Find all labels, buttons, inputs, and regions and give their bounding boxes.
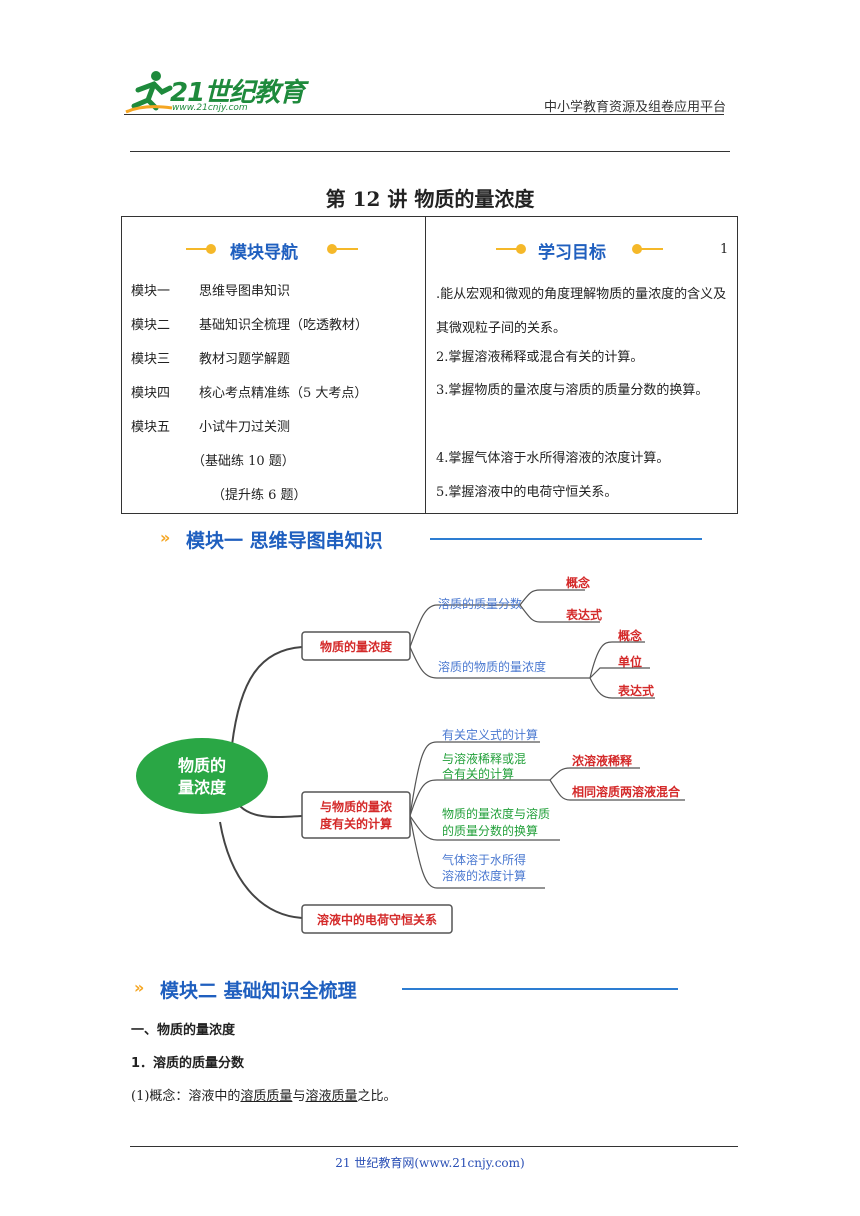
chevron-right-icon: »: [160, 528, 171, 547]
goal-item-5: 5.掌握溶液中的电荷守恒关系。: [436, 485, 618, 500]
logo-runner-icon: [125, 71, 173, 114]
section-2-rule: [402, 988, 678, 990]
nav-heading-dot-right: [327, 244, 337, 254]
mind-map-b2-2-line-2: 合有关的计算: [442, 766, 514, 781]
nav-row-value: 小试牛刀过关测: [199, 420, 291, 435]
goal-item-1: .能从宏观和微观的角度理解物质的量浓度的含义及其微观粒子间的关系。: [436, 287, 727, 336]
mind-map-b1-1-a: 概念: [566, 575, 590, 590]
nav-row-5[interactable]: 模块五 小试牛刀过关测: [131, 416, 290, 435]
heading-1: 一、物质的量浓度: [131, 1023, 236, 1038]
nav-row-value: 核心考点精准练（5 大考点）: [199, 386, 368, 401]
mind-map-b1-2-c: 表达式: [617, 683, 654, 698]
nav-sub-advanced: （提升练 6 题）: [212, 488, 307, 503]
nav-heading-deco-left: [186, 248, 208, 250]
goals-heading: 学习目标: [538, 243, 606, 263]
header-rule-2: [130, 151, 730, 152]
mind-map-b1-1: 溶质的质量分数: [438, 596, 522, 611]
goal-item-4: 4.掌握气体溶于水所得溶液的浓度计算。: [436, 451, 670, 466]
paragraph-1-underlined-1: 溶质质量: [240, 1089, 293, 1104]
paragraph-1: (1)概念：溶液中的溶质质量与溶液质量之比。: [131, 1085, 396, 1104]
nav-row-2[interactable]: 模块二 基础知识全梳理（吃透教材）: [131, 314, 368, 333]
mind-map-root-line-2: 量浓度: [178, 778, 227, 797]
chevron-right-icon: »: [134, 978, 145, 997]
section-1-rule: [430, 538, 702, 540]
mind-map-node-b3-label: 溶液中的电荷守恒关系: [317, 912, 437, 927]
nav-heading: 模块导航: [230, 243, 298, 263]
goal-item-2: 2.掌握溶液稀释或混合有关的计算。: [436, 350, 644, 365]
mind-map: 物质的 量浓度 物质的量浓度 与物质的量浓 度有关的计算 溶液中的电荷守恒关系 …: [136, 575, 685, 934]
nav-sub-basic: （基础练 10 题）: [192, 454, 295, 469]
section-2-title: 模块二 基础知识全梳理: [160, 980, 357, 1002]
nav-row-value: 基础知识全梳理（吃透教材）: [199, 318, 369, 333]
mind-map-root-node: [136, 738, 268, 814]
mind-map-node-b2: [301, 791, 411, 839]
mind-map-b1-2: 溶质的物质的量浓度: [438, 659, 546, 674]
heading-2: 1．溶质的质量分数: [131, 1056, 245, 1071]
nav-table-divider: [425, 216, 426, 514]
mind-map-root-line-1: 物质的: [178, 756, 226, 775]
mind-map-b2-2-b: 相同溶质两溶液混合: [572, 784, 681, 799]
mind-map-b2-4-line-2: 溶液的浓度计算: [442, 868, 526, 883]
goals-heading-dot-left: [516, 244, 526, 254]
mind-map-node-b1: [301, 631, 411, 661]
footer-rule: [130, 1146, 738, 1147]
mind-map-b2-1: 有关定义式的计算: [442, 727, 538, 742]
page-title: 第 12 讲 物质的量浓度: [325, 187, 535, 211]
logo-url: www.21cnjy.com: [172, 103, 248, 113]
nav-row-value: 思维导图串知识: [199, 284, 291, 299]
paragraph-1-underlined-2: 溶液质量: [305, 1089, 358, 1104]
goals-heading-dot-right: [632, 244, 642, 254]
header-rule: [124, 114, 724, 115]
mind-map-b1-1-b: 表达式: [565, 607, 602, 622]
paragraph-1-post: 之比。: [357, 1089, 397, 1104]
paragraph-1-mid: 与: [292, 1089, 306, 1104]
mind-map-node-b3: [301, 904, 453, 934]
section-1-title: 模块一 思维导图串知识: [186, 530, 383, 552]
nav-row-key: 模块五: [131, 420, 171, 435]
mind-map-b1-2-b: 单位: [618, 654, 642, 669]
nav-row-3[interactable]: 模块三 教材习题学解题: [131, 348, 290, 367]
nav-row-1[interactable]: 模块一 思维导图串知识: [131, 280, 290, 299]
mind-map-b2-2-line-1: 与溶液稀释或混: [442, 751, 526, 766]
paragraph-1-pre: (1)概念：溶液中的: [131, 1089, 241, 1104]
goals-heading-deco-right: [641, 248, 663, 250]
footer-link[interactable]: 21 世纪教育网(www.21cnjy.com): [335, 1156, 525, 1170]
nav-row-key: 模块三: [131, 352, 171, 367]
nav-row-key: 模块二: [131, 318, 171, 333]
logo-text: 21世纪教育: [170, 78, 305, 108]
goal-item-3: 3.掌握物质的量浓度与溶质的质量分数的换算。: [436, 383, 709, 398]
nav-row-value: 教材习题学解题: [199, 352, 291, 367]
mind-map-b1-2-a: 概念: [618, 628, 642, 643]
nav-table: [121, 216, 738, 514]
mind-map-node-b2-line-2: 度有关的计算: [320, 816, 392, 831]
nav-heading-dot-left: [206, 244, 216, 254]
mind-map-b2-4-line-1: 气体溶于水所得: [442, 852, 526, 867]
mind-map-b2-3-line-2: 的质量分数的换算: [442, 823, 538, 838]
nav-row-key: 模块一: [131, 284, 171, 299]
goals-heading-deco-left: [496, 248, 518, 250]
platform-label: 中小学教育资源及组卷应用平台: [543, 100, 726, 115]
nav-heading-deco-right: [336, 248, 358, 250]
mind-map-b2-3-line-1: 物质的量浓度与溶质: [442, 806, 550, 821]
mind-map-node-b2-line-1: 与物质的量浓: [320, 799, 393, 814]
goals-number: 1: [720, 242, 729, 257]
mind-map-b2-2-a: 浓溶液稀释: [572, 753, 633, 768]
nav-row-4[interactable]: 模块四 核心考点精准练（5 大考点）: [131, 382, 367, 401]
mind-map-node-b1-label: 物质的量浓度: [320, 639, 393, 654]
nav-row-key: 模块四: [131, 386, 171, 401]
